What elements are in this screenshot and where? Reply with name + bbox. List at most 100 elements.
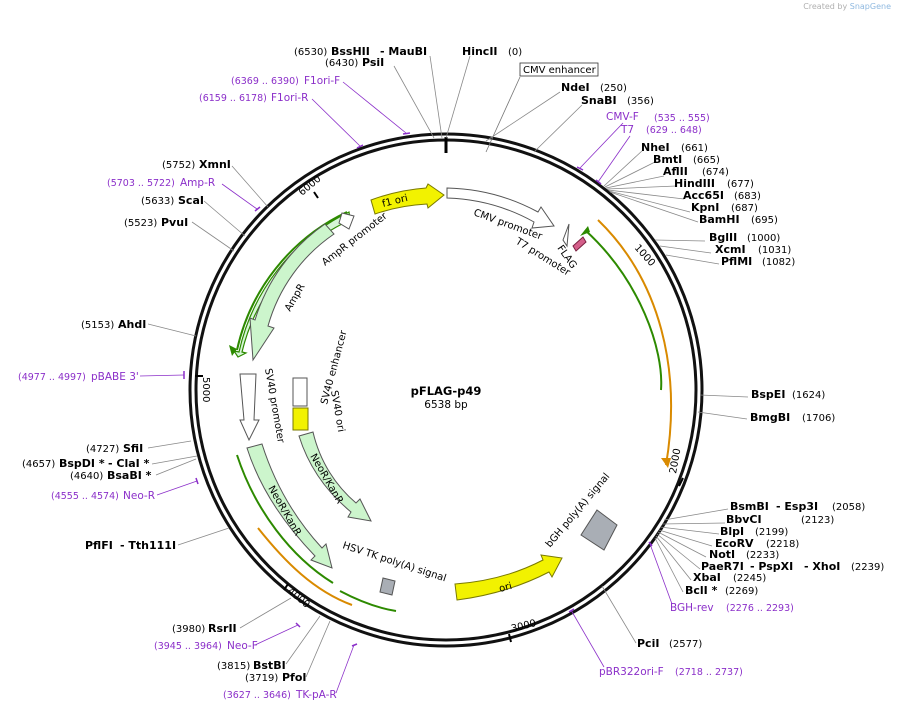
neokanr-outer-arrow [246, 443, 333, 569]
tick-1000: 1000 [632, 243, 657, 269]
primer-labels: F1ori-F(6369 .. 6390)F1ori-R(6159 .. 617… [18, 75, 794, 701]
primer-f1ori-r-name: F1ori-R [271, 92, 308, 104]
cmv-enhancer-box [519, 62, 599, 77]
enzyme-pvui-position: (5523) [124, 218, 157, 229]
enzyme-esp3i-position: (2058) [832, 502, 865, 513]
tick-mark-2000 [678, 477, 684, 487]
ampr-orf-head [229, 345, 237, 356]
enzyme-pflfi-name: PflFI [85, 539, 113, 552]
enzyme-ndei-position: (250) [600, 83, 627, 94]
t7-promoter-arrow [562, 223, 570, 248]
snapgene-logo: SnapGene [849, 2, 891, 11]
cmv-promoter-arrow [446, 187, 555, 229]
primer-t7-position: (629 .. 648) [646, 125, 702, 136]
enzyme-hindiii-name: HindIII [674, 177, 715, 190]
plasmid-size: 6538 bp [424, 399, 468, 411]
enzyme-kpni-name: KpnI [691, 201, 719, 214]
enzyme-ahdi-name: AhdI [118, 318, 146, 331]
enzyme-pcii-position: (2577) [669, 639, 702, 650]
enzyme-aflii-name: AflII [663, 165, 688, 178]
primer-cmv-f-name: CMV-F [606, 111, 639, 123]
enzyme-bmti-position: (665) [693, 155, 720, 166]
sv40-ori-box [292, 407, 309, 431]
enzyme-bsshii-position: (6530) [294, 47, 327, 58]
enzyme-kpni-position: (687) [731, 203, 758, 214]
ampr-label: AmpR [283, 282, 307, 313]
enzyme-bsabi-position: (4640) [70, 471, 103, 482]
tick-mark-6000 [313, 191, 319, 199]
primer-pbabe3-position: (4977 .. 4997) [18, 372, 86, 383]
insert-orf-orange [597, 219, 672, 466]
enzyme-hincii-name: HincII [462, 45, 498, 58]
neokanr-inner-label: NeoR/KanR [307, 452, 344, 506]
enzyme-mauib-name: - MauBI [380, 45, 427, 58]
enzyme-xbai-name: XbaI [693, 571, 721, 584]
primer-amp-r-position: (5703 .. 5722) [107, 178, 175, 189]
enzyme-bamhi-name: BamHI [699, 213, 740, 226]
enzyme-pfoi-name: PfoI [282, 671, 307, 684]
primer-cmv-f-position: (535 .. 555) [654, 113, 710, 124]
enzyme-bcli-name: BclI * [685, 584, 718, 597]
tick-5000: 5000 [200, 377, 211, 402]
enzyme-bbvci-position: (2123) [801, 515, 834, 526]
ori-arrow [454, 554, 563, 601]
primer-pbr322ori-f-name: pBR322ori-F [599, 666, 664, 678]
enzyme-xhoi-position: (2239) [851, 562, 884, 573]
hsv-orf-line [257, 527, 353, 606]
enzyme-acc65i-position: (683) [734, 191, 761, 202]
neokanr-orf-line [236, 454, 334, 584]
enzyme-noti-position: (2233) [746, 550, 779, 561]
enzyme-nhei-name: NheI [641, 141, 670, 154]
enzyme-hincii-position: (0) [508, 47, 522, 58]
enzyme-psii-position: (6430) [325, 58, 358, 69]
f1-ori-arrow [370, 183, 445, 215]
sv40-enhancer-box [292, 377, 308, 407]
primer-pbabe3-name: pBABE 3' [91, 371, 139, 383]
enzyme-pcii-name: PciI [637, 637, 659, 650]
enzyme-clai-name: - ClaI * [108, 457, 150, 470]
enzyme-xhoi-name: - XhoI [804, 560, 840, 573]
enzyme-ndei-name: NdeI [561, 81, 590, 94]
enzyme-snabi-position: (356) [627, 96, 654, 107]
enzyme-ecorv-name: EcoRV [715, 537, 754, 550]
primer-f1ori-f-position: (6369 .. 6390) [231, 76, 299, 87]
enzyme-bspei-position: (1624) [792, 390, 825, 401]
backbone-outer-ring [188, 132, 704, 648]
neokanr-outer-label: NeoR/KanR [265, 484, 302, 538]
primer-bgh-rev-name: BGH-rev [670, 602, 714, 614]
enzyme-xmni-name: XmnI [199, 158, 231, 171]
enzyme-blpi-name: BlpI [720, 525, 744, 538]
primer-t7-name: T7 [620, 124, 634, 136]
hsv-tk-polya-label: HSV TK poly(A) signal [341, 540, 447, 584]
primer-neo-r-position: (4555 .. 4574) [51, 491, 119, 502]
bgh-polya-box [580, 509, 618, 551]
enzyme-bspei-name: BspEI [751, 388, 785, 401]
hsv-tk-polya-box [379, 577, 396, 596]
plasmid-name: pFLAG-p49 [411, 384, 482, 398]
cmv-enhancer-label: CMV enhancer [523, 65, 597, 76]
enzyme-bsabi-name: BsaBI * [107, 469, 152, 482]
enzyme-xbai-position: (2245) [733, 573, 766, 584]
sv40-promoter-arrow [239, 373, 260, 442]
enzyme-pfoi-position: (3719) [245, 673, 278, 684]
primer-pbr322ori-f-position: (2718 .. 2737) [675, 667, 743, 678]
enzyme-nhei-position: (661) [681, 143, 708, 154]
tick-6000: 6000 [297, 174, 324, 199]
enzyme-labels: HincII(0)- MauBIBssHII(6530)PsiI(6430)Nd… [22, 45, 884, 684]
sv40-promoter-label: SV40 promoter [262, 368, 286, 445]
enzyme-sfii-position: (4727) [86, 444, 119, 455]
tick-4000: 4000 [285, 586, 312, 611]
ampr-orf-line [236, 211, 348, 351]
enzyme-pvui-name: PvuI [161, 216, 188, 229]
primer-amp-r-name: Amp-R [180, 177, 215, 189]
enzyme-leaders [147, 55, 749, 678]
enzyme-hindiii-position: (677) [727, 179, 754, 190]
ampr-promoter-label: AmpR promoter [320, 210, 390, 268]
enzyme-bmti-name: BmtI [653, 153, 682, 166]
snapgene-credit: Created by SnapGene [803, 2, 891, 11]
insert-orf-green-head [580, 226, 590, 236]
enzyme-pspxi-name: - PspXI [750, 560, 793, 573]
primer-leaders [139, 81, 673, 694]
enzyme-blpi-position: (2199) [755, 527, 788, 538]
